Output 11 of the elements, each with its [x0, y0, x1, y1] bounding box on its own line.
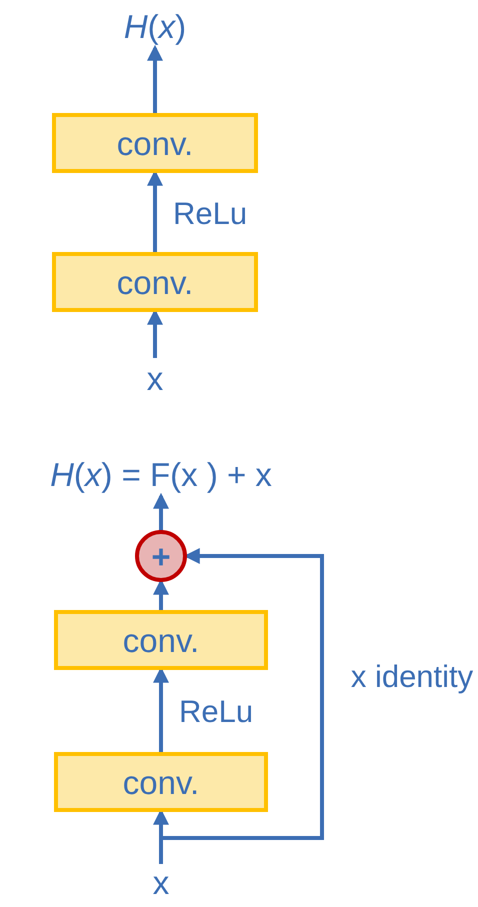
arrow: [153, 492, 169, 532]
formula-label: x: [141, 862, 181, 902]
arrow: [147, 44, 163, 115]
conv-box: conv.: [54, 610, 268, 670]
formula-label: x: [135, 356, 175, 400]
conv-box: conv.: [52, 113, 258, 173]
arrow: [159, 548, 324, 864]
formula-label: H(x) = F(x ) + x: [6, 452, 316, 496]
conv-box: conv.: [52, 252, 258, 312]
conv-box: conv.: [54, 752, 268, 812]
formula-label: H(x): [105, 4, 205, 48]
